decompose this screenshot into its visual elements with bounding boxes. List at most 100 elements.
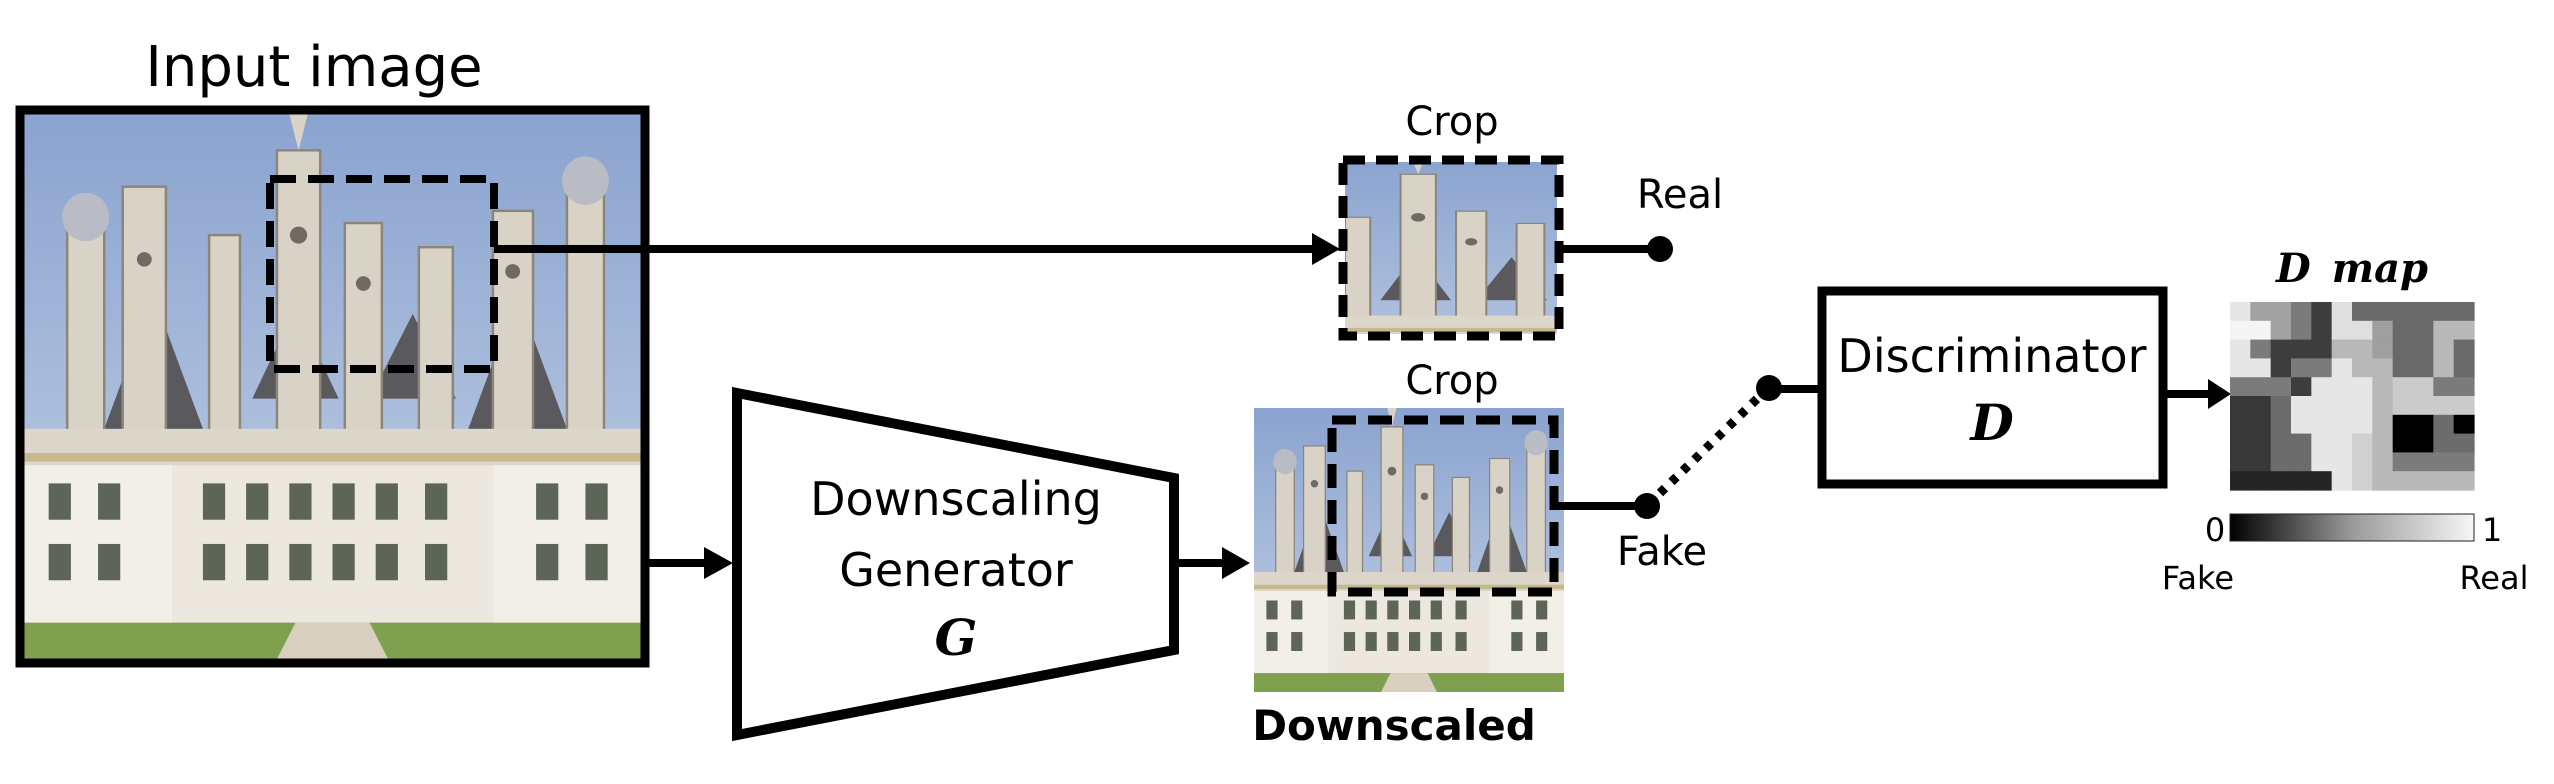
- dmap-cell: [2331, 358, 2353, 378]
- discriminator-output-arrowhead: [2208, 379, 2231, 409]
- dmap-cell: [2352, 471, 2373, 491]
- dmap-cell: [2331, 377, 2353, 397]
- dmap-cell: [2291, 414, 2312, 435]
- dmap-cell: [2331, 320, 2353, 341]
- dmap-cell: [2433, 358, 2455, 378]
- dmap-cell: [2250, 471, 2272, 491]
- dmap-cell: [2413, 339, 2434, 359]
- dmap-cell: [2230, 358, 2251, 378]
- dmap-cell: [2392, 377, 2414, 397]
- dmap-cell: [2392, 358, 2414, 378]
- dmap-cell: [2331, 302, 2353, 322]
- dmap-cell: [2291, 339, 2312, 359]
- generator-label-line1: Downscaling: [810, 472, 1102, 526]
- dmap-cell: [2311, 414, 2333, 435]
- colorbar-real-caption: Real: [2460, 559, 2529, 597]
- dmap-cell: [2331, 414, 2353, 435]
- dmap-cell: [2352, 320, 2373, 341]
- dmap-colorbar: [2229, 513, 2475, 542]
- generator-label-line2: Generator: [839, 543, 1073, 597]
- colorbar-max-label: 1: [2482, 511, 2502, 549]
- dmap-cell: [2230, 339, 2251, 359]
- dmap-cell: [2372, 377, 2394, 397]
- fake-terminal-dot: [1634, 493, 1660, 519]
- dmap-cell: [2311, 320, 2333, 341]
- dmap-cell: [2453, 320, 2475, 341]
- dmap-cell: [2433, 452, 2455, 472]
- dmap-cell: [2230, 396, 2251, 416]
- dmap-cell: [2250, 452, 2272, 472]
- dmap-cell: [2250, 339, 2272, 359]
- dmap-cell: [2453, 377, 2475, 397]
- dmap-cell: [2270, 396, 2292, 416]
- dmap-cell: [2453, 414, 2475, 435]
- dmap-cell: [2250, 396, 2272, 416]
- dmap-cell: [2291, 302, 2312, 322]
- dmap-cell: [2331, 452, 2353, 472]
- real-terminal-dot: [1647, 236, 1673, 262]
- dmap-cell: [2291, 396, 2312, 416]
- dmap-cell: [2270, 377, 2292, 397]
- downscaled-image: [1254, 408, 1564, 692]
- dmap-cell: [2352, 452, 2373, 472]
- dmap-title-word: map: [2332, 245, 2428, 292]
- dmap-cell: [2270, 339, 2292, 359]
- dmap-cell: [2270, 433, 2292, 453]
- real-path-arrowhead: [1312, 233, 1340, 265]
- dmap-cell: [2392, 471, 2414, 491]
- dmap-cell: [2230, 377, 2251, 397]
- dmap-title: D map: [2275, 245, 2428, 292]
- dmap-cell: [2372, 396, 2394, 416]
- dmap-cell: [2433, 339, 2455, 359]
- dmap-cell: [2392, 339, 2414, 359]
- dmap-cell: [2250, 414, 2272, 435]
- dmap-cell: [2372, 339, 2394, 359]
- dmap-cell: [2372, 452, 2394, 472]
- dmap-cell: [2270, 414, 2292, 435]
- dmap-cell: [2413, 302, 2434, 322]
- dmap-cell: [2352, 358, 2373, 378]
- generator-symbol: G: [935, 608, 978, 667]
- dmap-cell: [2453, 471, 2475, 491]
- dmap-cell: [2372, 302, 2394, 322]
- real-label: Real: [1637, 172, 1723, 218]
- dmap-cell: [2392, 320, 2414, 341]
- dmap-cell: [2291, 471, 2312, 491]
- dmap-cell: [2392, 452, 2414, 472]
- dmap-cell: [2413, 433, 2434, 453]
- dmap-cell: [2413, 471, 2434, 491]
- dmap-cell: [2453, 358, 2475, 378]
- dmap-cell: [2230, 433, 2251, 453]
- dmap-cell: [2331, 339, 2353, 359]
- dmap-cell: [2433, 396, 2455, 416]
- dmap-cell: [2392, 302, 2414, 322]
- dmap-cell: [2372, 320, 2394, 341]
- dmap-cell: [2270, 452, 2292, 472]
- dmap-cell: [2433, 433, 2455, 453]
- dmap-cell: [2372, 414, 2394, 435]
- dmap-cell: [2392, 433, 2414, 453]
- dmap-cell: [2392, 396, 2414, 416]
- dmap-cell: [2250, 433, 2272, 453]
- dmap-cell: [2352, 339, 2373, 359]
- dmap-cell: [2453, 396, 2475, 416]
- dmap-cell: [2352, 396, 2373, 416]
- dmap-cell: [2311, 471, 2333, 491]
- dmap-cell: [2453, 452, 2475, 472]
- dmap-cell: [2352, 433, 2373, 453]
- dmap-cell: [2413, 377, 2434, 397]
- dmap-cell: [2433, 414, 2455, 435]
- generator-trapezoid: [732, 386, 1179, 742]
- discriminator-box: [1817, 286, 2168, 489]
- dmap-cell: [2352, 414, 2373, 435]
- dmap-cell: [2413, 358, 2434, 378]
- dmap-cell: [2433, 377, 2455, 397]
- generator-to-downscaled-arrowhead: [1222, 547, 1250, 579]
- dmap-cell: [2270, 320, 2292, 341]
- switch-dotted-line: [1656, 392, 1764, 497]
- downscaled-label: Downscaled: [1252, 701, 1536, 750]
- discriminator-label: Discriminator: [1837, 329, 2146, 383]
- dmap-cell: [2372, 471, 2394, 491]
- dmap-cell: [2453, 433, 2475, 453]
- dmap-cell: [2250, 358, 2272, 378]
